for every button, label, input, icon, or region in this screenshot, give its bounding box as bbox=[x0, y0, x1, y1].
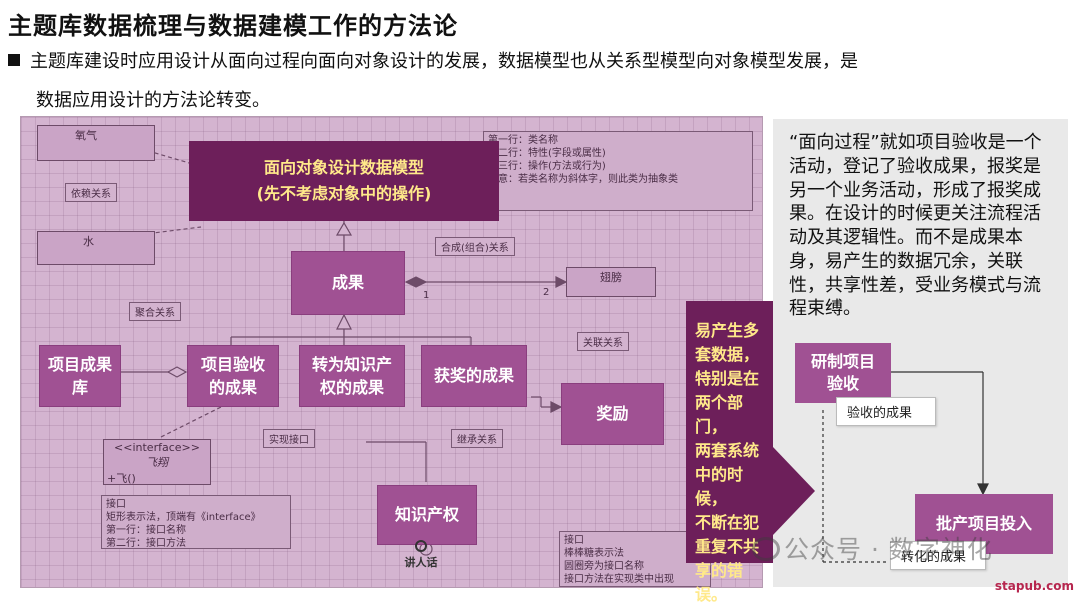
uml-class-wing: 翅膀 bbox=[566, 267, 656, 297]
acceptance-result-doc: 验收的成果 bbox=[836, 397, 936, 426]
acceptance-result-box: 项目验收的成果 bbox=[187, 345, 279, 407]
aggregation-label: 聚合关系 bbox=[129, 302, 181, 321]
association-label: 关联关系 bbox=[577, 332, 629, 351]
bullet-square-icon bbox=[8, 54, 20, 66]
converted-result-doc: 转化的成果 bbox=[890, 541, 986, 570]
uml-class-water: 水 bbox=[37, 231, 155, 265]
uml-interface-fly: <<interface>> 飞翔 +飞() bbox=[103, 439, 211, 485]
composition-label: 合成(组合)关系 bbox=[435, 237, 515, 256]
source-label: stapub.com bbox=[994, 579, 1074, 593]
bullet-line-1: 主题库建设时应用设计从面向过程向面向对象设计的发展，数据模型也从关系型模型向对象… bbox=[8, 47, 858, 73]
reward-box: 奖励 bbox=[561, 383, 664, 445]
uml-class-oxygen: 氧气 bbox=[37, 125, 155, 161]
inherit-label: 继承关系 bbox=[451, 429, 503, 448]
dependency-label: 依赖关系 bbox=[65, 183, 117, 202]
oo-diagram-panel: 氧气 依赖关系 水 第一行：类名称 第二行：特性(字段或属性) 第三行：操作(方… bbox=[20, 116, 763, 588]
interface-note: 接口 矩形表示法，顶端有《interface》 第一行：接口名称 第二行：接口方… bbox=[101, 495, 291, 549]
actor-head-icon bbox=[415, 540, 427, 552]
actor-figure: 讲人话 bbox=[404, 540, 438, 570]
process-connectors bbox=[822, 371, 989, 563]
bullet-line-2: 数据应用设计的方法论转变。 bbox=[36, 90, 270, 111]
award-result-box: 获奖的成果 bbox=[421, 345, 527, 407]
callout-arrow-icon bbox=[773, 447, 815, 535]
result-box: 成果 bbox=[291, 251, 405, 315]
knowledge-box: 知识产权 bbox=[377, 485, 477, 545]
oo-model-header: 面向对象设计数据模型 (先不考虑对象中的操作) bbox=[189, 141, 499, 221]
diagram-connectors bbox=[116, 142, 568, 556]
callout-box: 易产生多 套数据， 特别是在 两个部门， 两套系统 中的时候， 不断在犯 重复不… bbox=[686, 301, 773, 604]
watermark: 公众号 · 数字神化 bbox=[752, 530, 993, 566]
realize-label: 实现接口 bbox=[263, 429, 315, 448]
wechat-icon bbox=[752, 537, 780, 561]
process-description: “面向过程”就如项目验收是一个活动，登记了验收成果，报奖是另一个业务活动，形成了… bbox=[789, 132, 1042, 320]
lollipop-note: 接口 棒棒糖表示法 圆圈旁为接口名称 接口方法在实现类中出现 bbox=[559, 531, 711, 587]
page-title: 主题库数据梳理与数据建模工作的方法论 bbox=[8, 12, 458, 40]
ip-result-box: 转为知识产权的成果 bbox=[299, 345, 405, 407]
rd-acceptance-box: 研制项目验收 bbox=[795, 343, 891, 403]
project-lib-box: 项目成果库 bbox=[39, 345, 121, 407]
class-note: 第一行：类名称 第二行：特性(字段或属性) 第三行：操作(方法或行为) 注意：若… bbox=[483, 131, 753, 211]
